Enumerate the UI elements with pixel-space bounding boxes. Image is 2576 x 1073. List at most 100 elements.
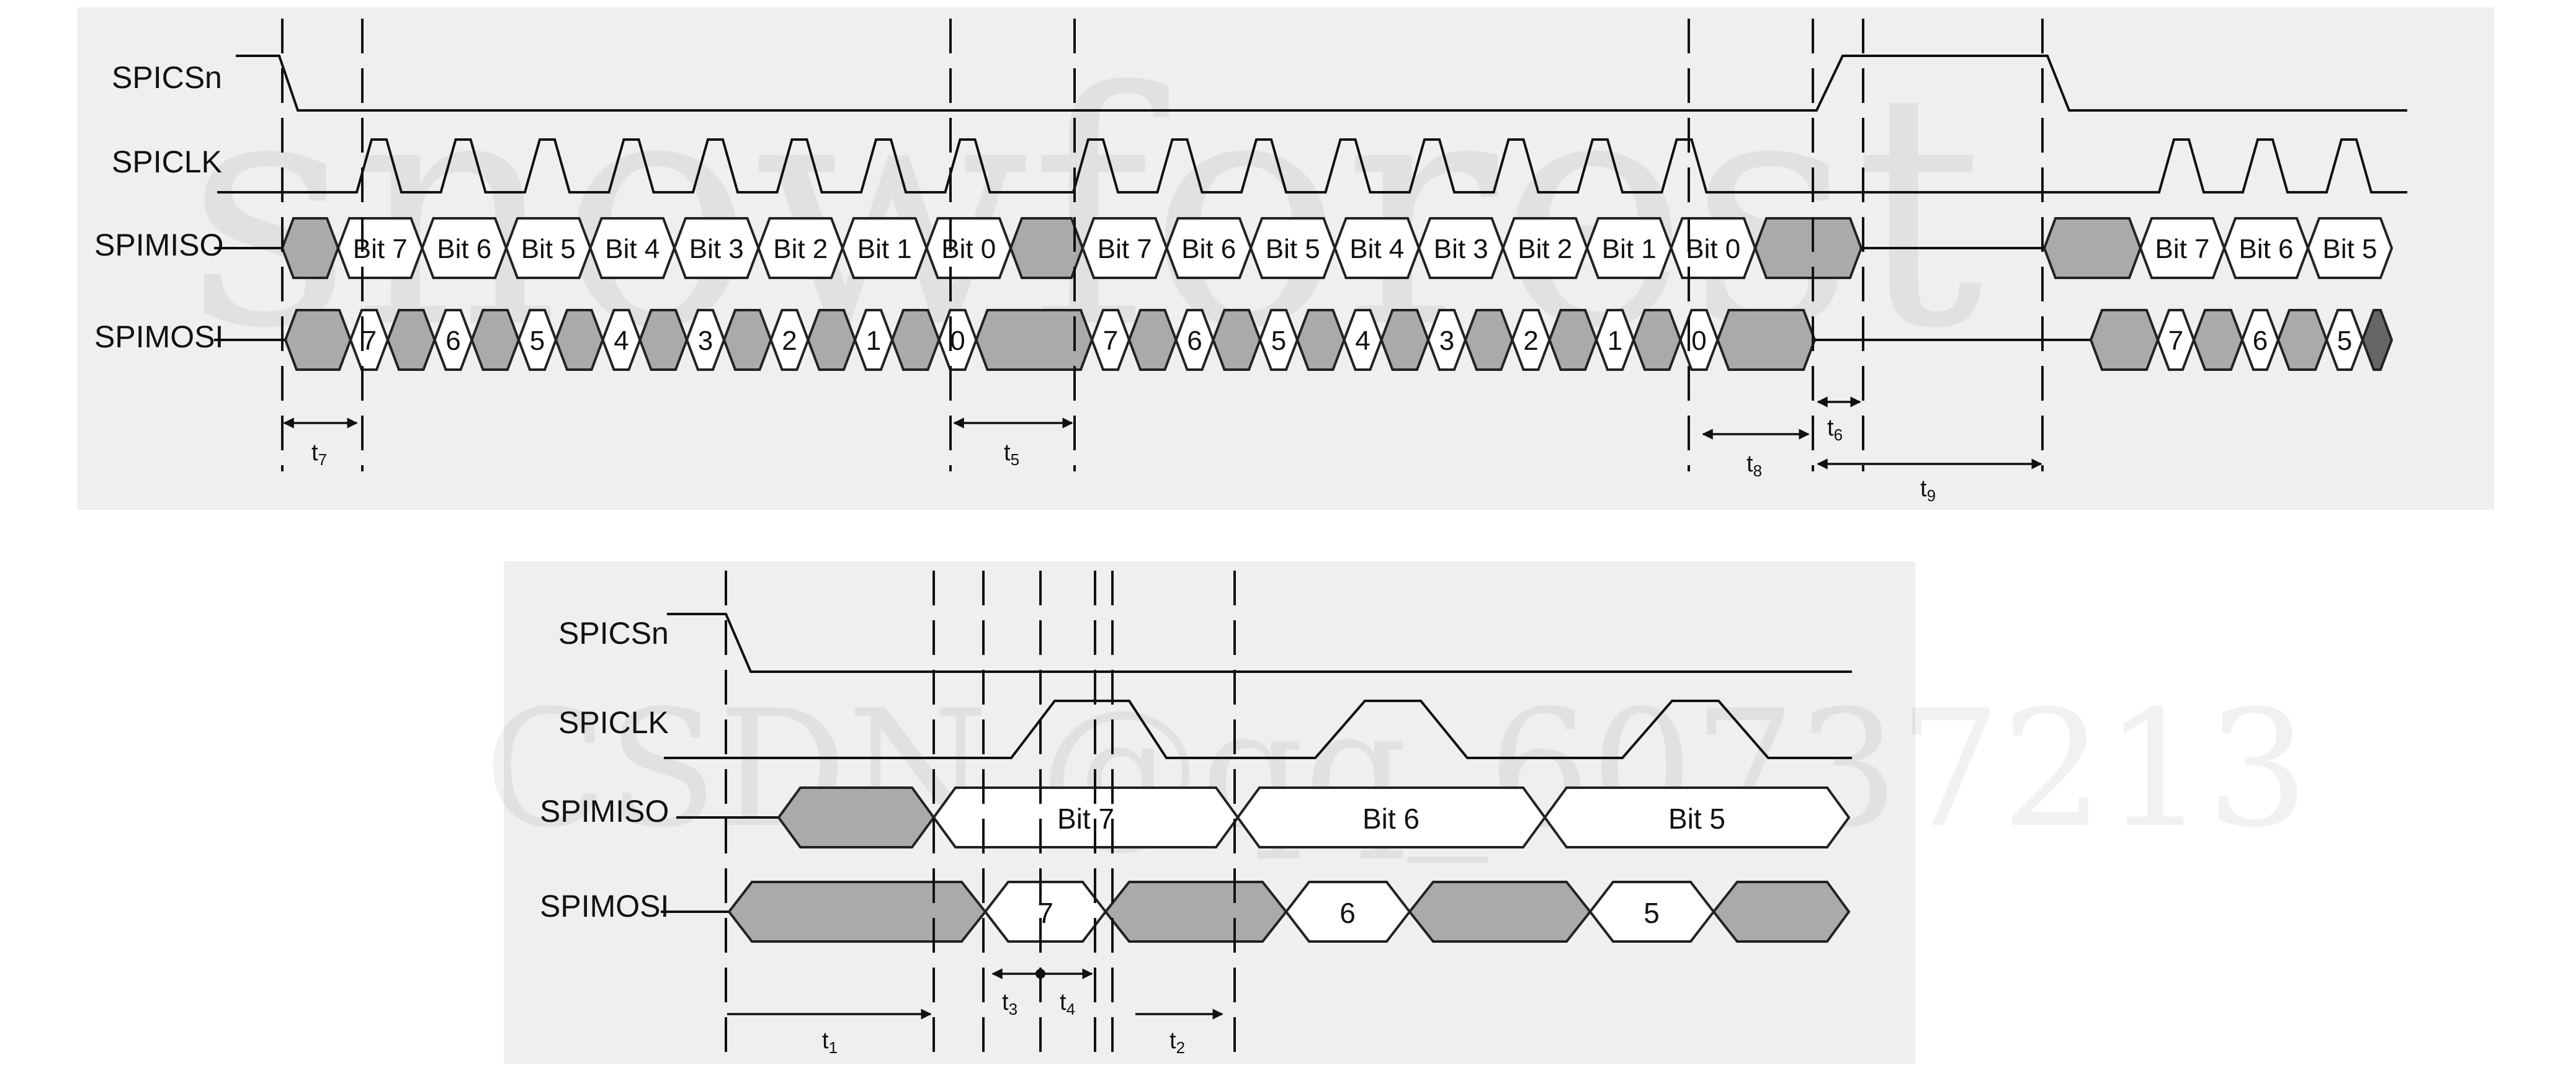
bottom-label-spiclk: SPICLK (558, 705, 669, 740)
top-mosi-idle (1548, 309, 1598, 371)
bottom-miso-bit6-label: Bit 6 (1362, 803, 1420, 835)
top-miso-bit-label: Bit 6 (1181, 234, 1236, 264)
top-miso-bit-label: Bit 0 (1686, 234, 1740, 264)
top-mosi-bit-label: 5 (1271, 326, 1286, 356)
top-miso-bit-label: Bit 3 (689, 234, 744, 264)
top-mosi-bit-label: 7 (2168, 326, 2183, 356)
top-mosi-idle (2276, 309, 2328, 371)
t9-label: t9 (1920, 476, 1936, 505)
bottom-label-spicsn: SPICSn (558, 616, 669, 651)
top-miso-idle-3 (1753, 217, 1863, 279)
top-mosi-idle (554, 309, 604, 371)
top-mosi-idle (1632, 309, 1682, 371)
top-mosi-idle (1127, 309, 1178, 371)
top-miso-bit-label: Bit 4 (1349, 234, 1404, 264)
top-miso-bit-label: Bit 7 (353, 234, 408, 264)
top-mosi-idle (1295, 309, 1346, 371)
top-miso-idle-2 (1009, 217, 1085, 279)
top-miso-idle-1 (280, 217, 340, 279)
top-label-spiclk: SPICLK (112, 145, 222, 179)
bottom-spiclk-waveform (664, 700, 1852, 759)
top-mosi-idle (722, 309, 772, 371)
top-mosi-idle (890, 309, 941, 371)
top-mosi-idle-dark (2361, 309, 2394, 371)
top-spimiso-bus: Bit 7 Bit 6 Bit 5 Bit 4 Bit 3 Bit 2 Bit 1 Bit 0… (214, 217, 2394, 279)
top-spicsn-waveform (236, 55, 2407, 112)
top-miso-bit-label: Bit 6 (2238, 234, 2293, 264)
bottom-mosi-idle-2 (1104, 881, 1288, 943)
top-spimosi-bus: 7 6 5 4 3 2 1 0 7 6 5 4 3 2 1 0 7 6 5 (214, 309, 2394, 371)
bottom-mosi-idle-4 (1712, 881, 1851, 943)
top-mosi-bit-label: 6 (445, 326, 460, 356)
top-mosi-idle (2089, 309, 2160, 371)
bottom-mosi-bit5-label: 5 (1644, 897, 1660, 929)
top-mosi-bit-label: 6 (1187, 326, 1202, 356)
top-mosi-bit-label: 5 (2337, 326, 2352, 356)
top-mosi-bit-label: 2 (1523, 326, 1538, 356)
top-mosi-bit-label: 3 (698, 326, 713, 356)
t4-label: t4 (1060, 989, 1075, 1018)
bottom-spicsn-waveform (667, 613, 1852, 673)
top-mosi-bit-label: 4 (1355, 326, 1370, 356)
t5-label: t5 (1004, 440, 1019, 469)
top-mosi-bit-label: 5 (530, 326, 545, 356)
top-miso-bit-label: Bit 3 (1434, 234, 1488, 264)
bottom-mosi-bit6-label: 6 (1339, 897, 1356, 929)
t1-label: t1 (822, 1028, 838, 1057)
top-miso-bit-label: Bit 1 (1602, 234, 1657, 264)
t8-label: t8 (1746, 451, 1762, 480)
top-mosi-idle (1212, 309, 1262, 371)
t2-label: t2 (1169, 1028, 1185, 1057)
bottom-mosi-idle-1 (727, 881, 987, 943)
top-mosi-bit-label: 1 (1608, 326, 1622, 356)
bottom-mosi-idle-3 (1408, 881, 1592, 943)
bottom-miso-bit7-label: Bit 7 (1057, 803, 1114, 835)
top-mosi-idle (1716, 309, 1817, 371)
top-miso-bit-cell (2306, 217, 2394, 279)
bottom-miso-idle (777, 786, 936, 848)
top-mosi-idle (638, 309, 689, 371)
top-label-spimosi: SPIMOSI (94, 319, 223, 354)
top-mosi-idle (470, 309, 521, 371)
top-mosi-bit-label: 2 (782, 326, 797, 356)
bottom-timing-markers (725, 571, 1236, 1054)
bottom-miso-bit5-label: Bit 5 (1668, 803, 1725, 835)
top-miso-bit-label: Bit 2 (773, 234, 828, 264)
top-mosi-idle (807, 309, 857, 371)
top-timing-markers (281, 19, 2044, 471)
top-miso-idle-4 (2042, 217, 2142, 279)
top-miso-bit-label: Bit 5 (2322, 234, 2377, 264)
bottom-label-spimiso: SPIMISO (540, 794, 669, 829)
t3-t4-junction-dot (1035, 969, 1045, 979)
top-miso-bit-label: Bit 5 (1266, 234, 1320, 264)
top-mosi-bit-label: 7 (1103, 326, 1118, 356)
t3-label: t3 (1002, 989, 1017, 1018)
bottom-label-spimosi: SPIMOSI (540, 889, 669, 924)
top-miso-bit-label: Bit 1 (857, 234, 912, 264)
top-label-spicsn: SPICSn (112, 60, 222, 95)
top-mosi-idle (386, 309, 436, 371)
top-mosi-idle (284, 309, 352, 371)
t6-label: t6 (1827, 415, 1843, 444)
top-mosi-bit-label: 3 (1439, 326, 1454, 356)
top-miso-bit-label: Bit 5 (521, 234, 576, 264)
top-miso-bit-label: Bit 2 (1518, 234, 1572, 264)
top-miso-bit-label: Bit 6 (437, 234, 491, 264)
t7-label: t7 (311, 440, 327, 469)
top-mosi-idle (1464, 309, 1514, 371)
top-mosi-bit-label: 7 (362, 326, 377, 356)
top-mosi-bit-label: 0 (1691, 326, 1706, 356)
top-miso-bit-label: Bit 7 (2155, 234, 2209, 264)
top-mosi-bit-label: 4 (614, 326, 628, 356)
top-mosi-idle (1380, 309, 1430, 371)
top-miso-bit-label: Bit 7 (1098, 234, 1152, 264)
top-miso-bit-label: Bit 4 (605, 234, 660, 264)
top-mosi-bit-label: 0 (950, 326, 965, 356)
top-mosi-bit-label: 6 (2253, 326, 2268, 356)
top-mosi-bit-label: 1 (866, 326, 881, 356)
top-label-spimiso: SPIMISO (94, 228, 223, 262)
bottom-miso-bit5 (1543, 786, 1851, 848)
top-mosi-idle (2192, 309, 2244, 371)
top-spiclk-waveform (217, 138, 2407, 194)
